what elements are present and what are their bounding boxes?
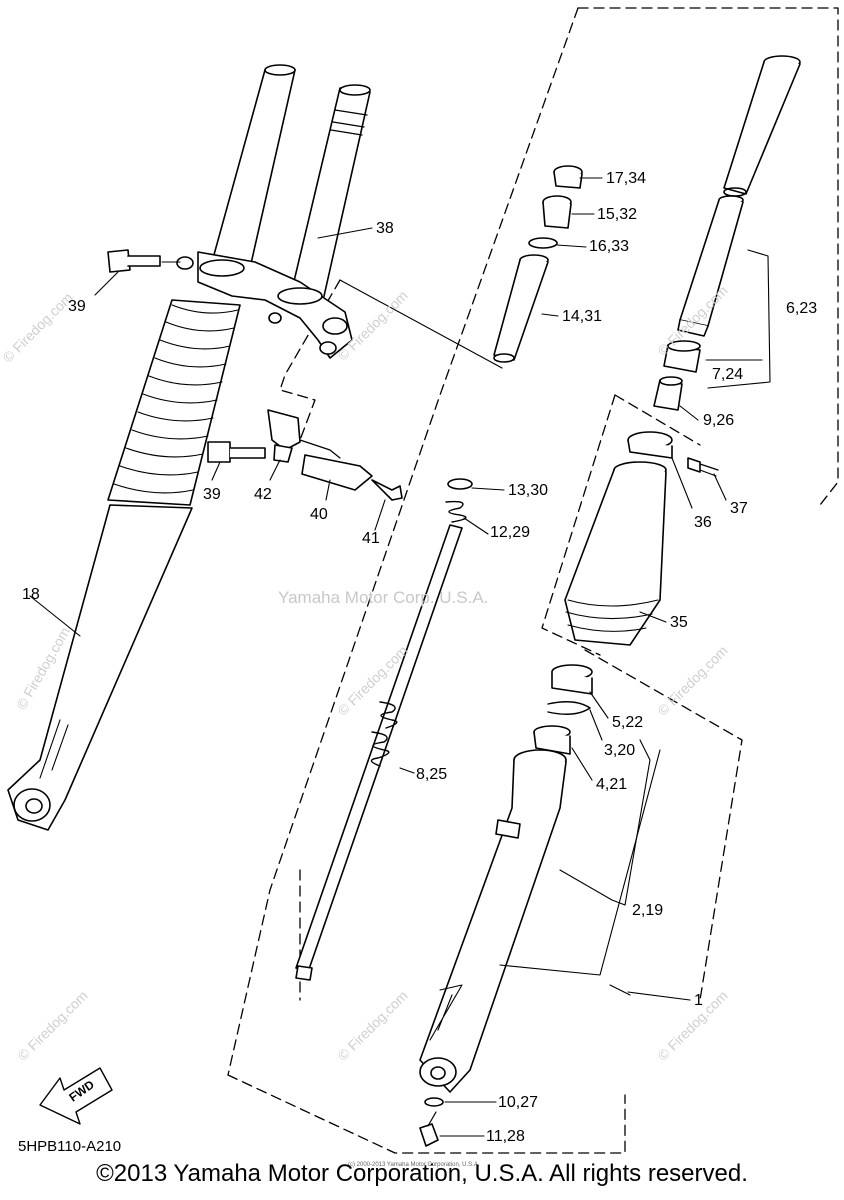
callout-18: 18 [22,586,40,603]
right-column-parts [419,55,801,1147]
callout-16-33: 16,33 [589,238,630,255]
callout-13-30: 13,30 [508,482,549,499]
callout-17-34: 17,34 [606,170,647,187]
callout-14-31: 14,31 [562,308,603,325]
callout-4-21: 4,21 [596,776,628,793]
dashed-outline-boot [541,394,616,656]
callout-7-24: 7,24 [712,366,744,383]
fwd-arrow-icon [39,1067,113,1125]
center-column-parts [295,165,583,981]
callout-8-25: 8,25 [416,766,448,783]
callout-36: 36 [694,514,712,531]
fork-assembly-left [7,64,371,831]
callout-6-23: 6,23 [786,300,818,317]
diagram-code: 5HPB110-A210 [18,1138,122,1155]
callout-35: 35 [670,614,688,631]
leader-lines [29,177,771,1137]
dashed-outline-center [279,279,341,1001]
callout-12-29: 12,29 [490,524,531,541]
copyright-notice: ©2013 Yamaha Motor Corporation, U.S.A. A… [96,1160,748,1187]
dashed-outline-main [227,7,839,1154]
callout-41: 41 [362,530,380,547]
callout-37: 37 [730,500,748,517]
watermark-center: Yamaha Motor Corp. U.S.A. [278,588,489,607]
callout-39-top: 39 [68,298,86,315]
callout-15-32: 15,32 [597,206,638,223]
clamp-parts [207,409,403,501]
callout-40: 40 [310,506,328,523]
callout-38: 38 [376,220,394,237]
callout-1: 1 [694,992,703,1009]
callout-10-27: 10,27 [498,1094,539,1111]
callout-3-20: 3,20 [604,742,636,759]
dashed-outline-lower [584,394,743,1001]
callout-42: 42 [254,486,272,503]
callout-9-26: 9,26 [703,412,735,429]
callout-2-19: 2,19 [632,902,664,919]
fine-print: (c) 2000-2013 Yamaha Motor Corporation, … [348,1162,480,1168]
callout-39-bottom: 39 [203,486,221,503]
callout-11-28: 11,28 [486,1128,525,1145]
callout-5-22: 5,22 [612,714,644,731]
